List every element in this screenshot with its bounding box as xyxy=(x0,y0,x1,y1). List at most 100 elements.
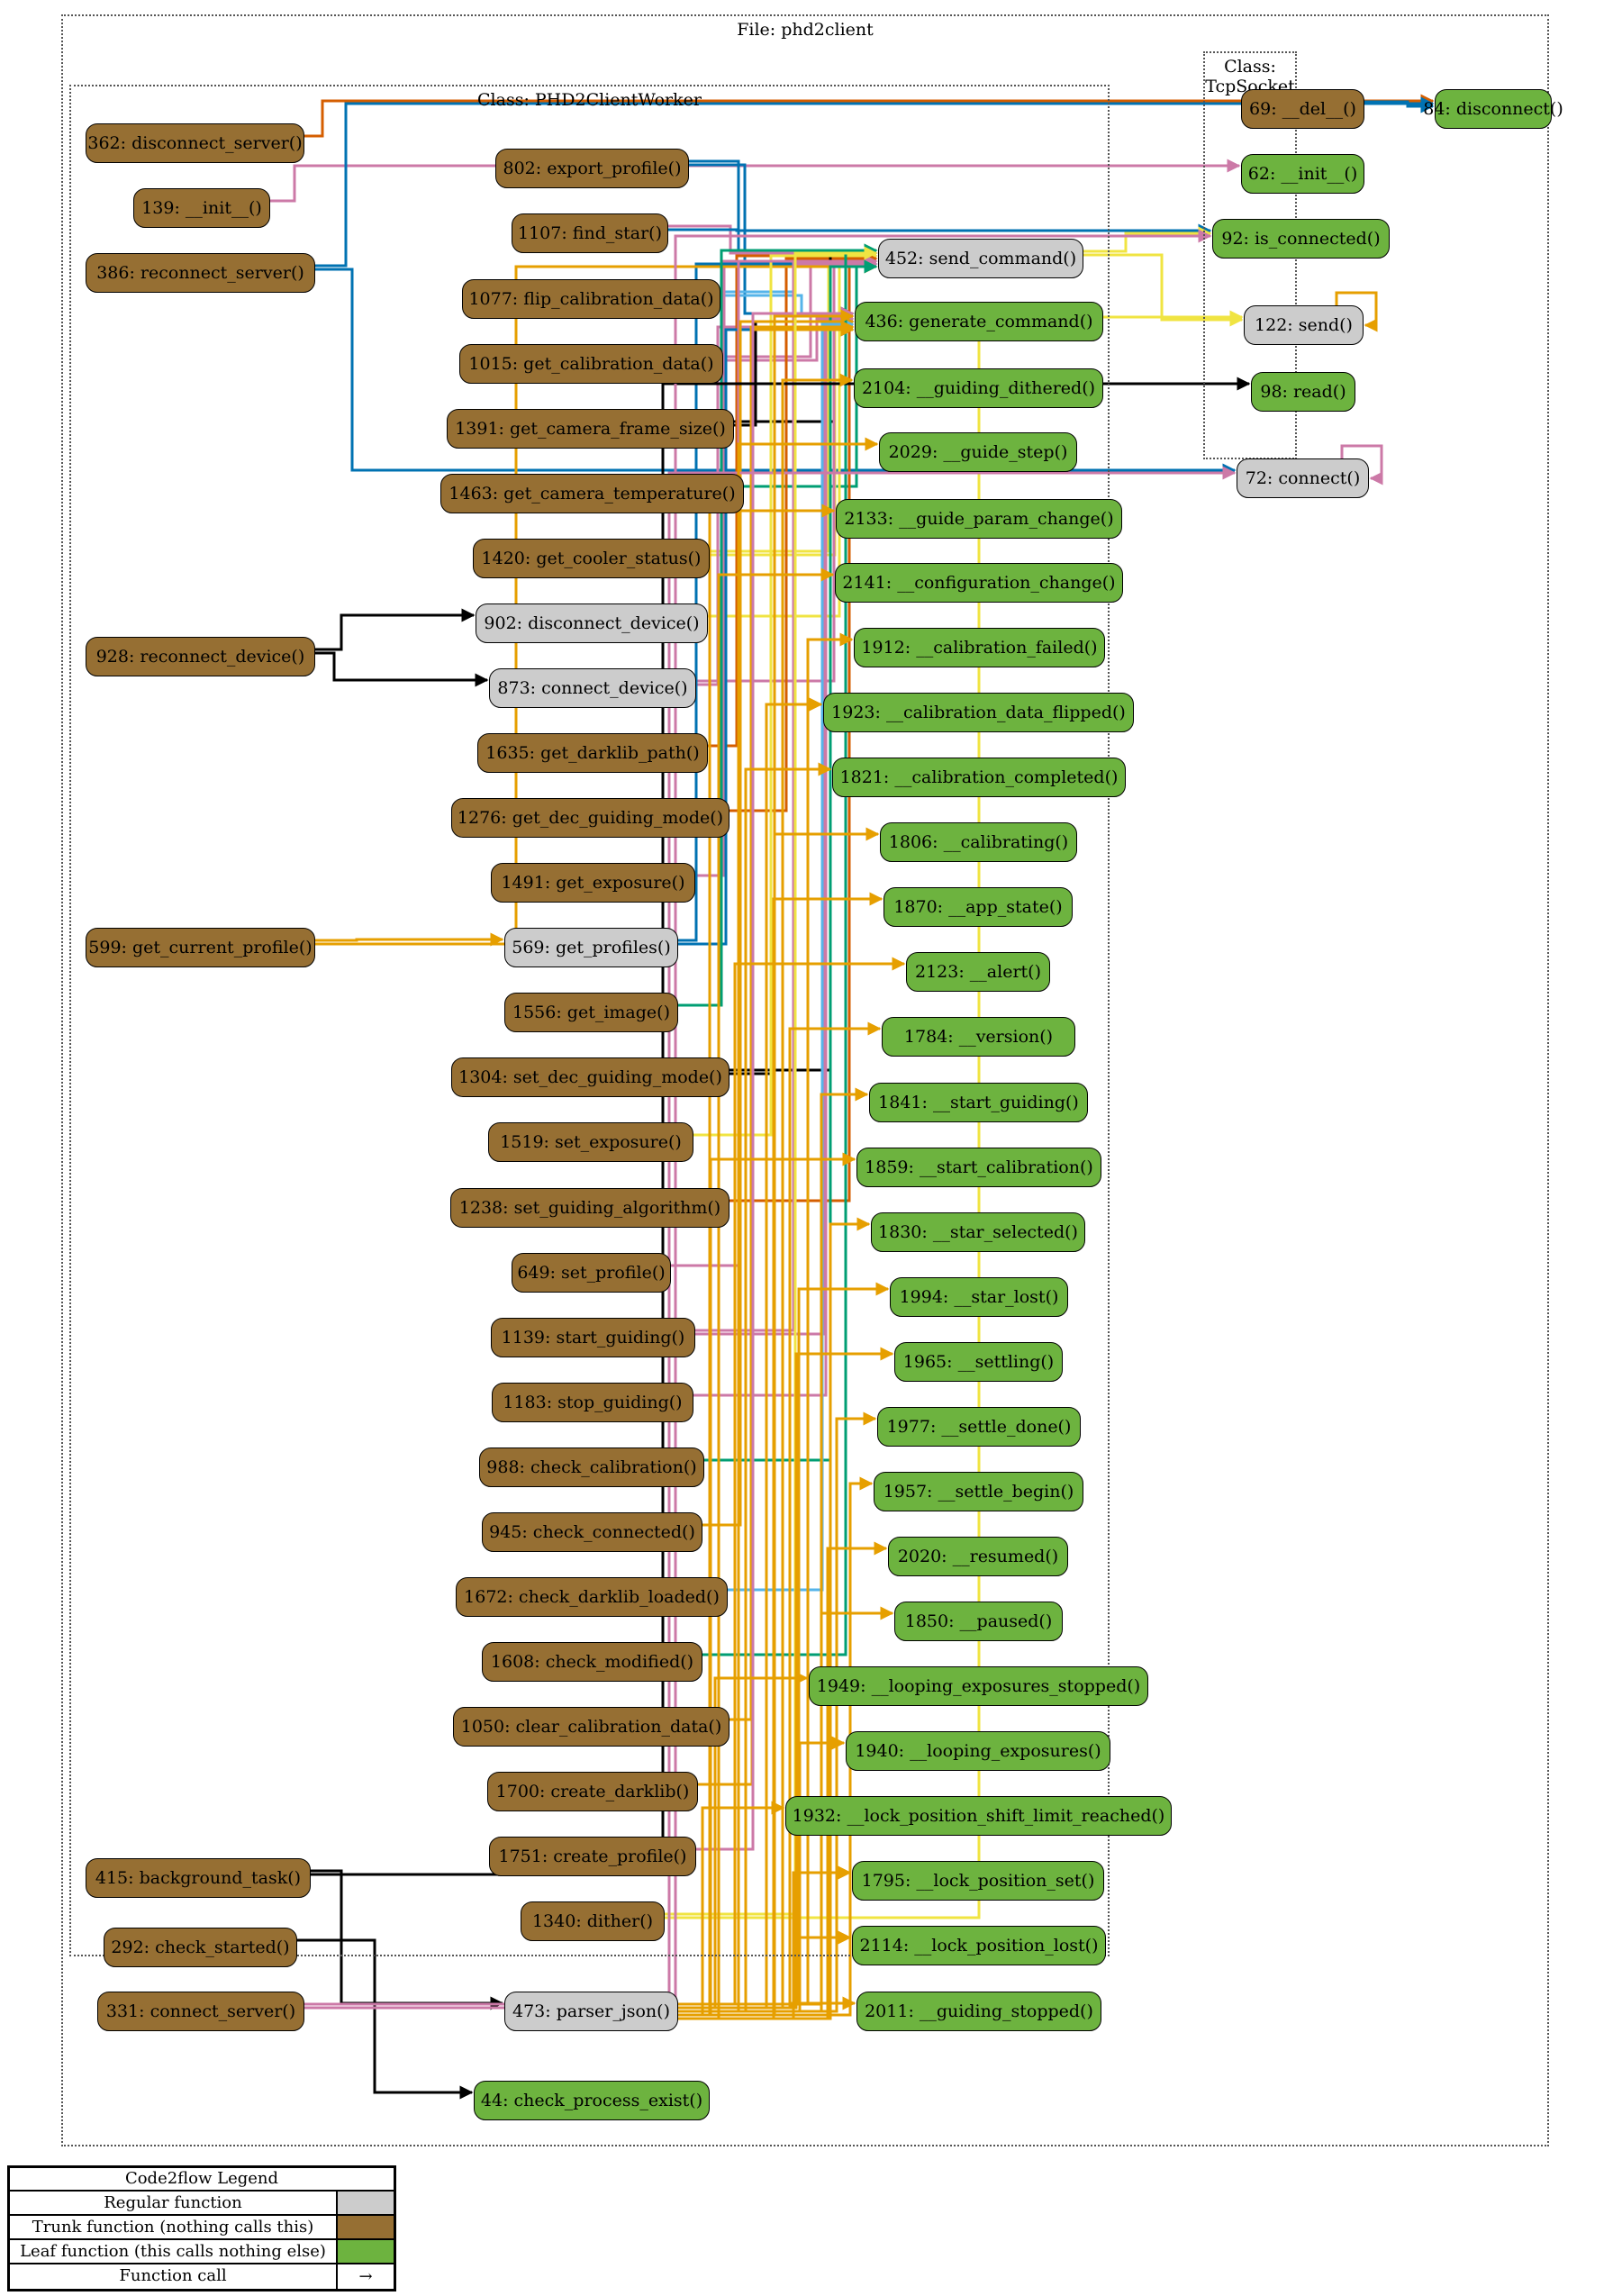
function-node[interactable]: 331: connect_server() xyxy=(97,1992,304,2031)
call-edge xyxy=(668,223,1212,238)
function-node[interactable]: 84: disconnect() xyxy=(1423,89,1563,129)
function-node[interactable]: 1672: check_darklib_loaded() xyxy=(456,1577,728,1617)
function-node[interactable]: 928: reconnect_device() xyxy=(86,637,315,676)
legend-swatch-fill xyxy=(338,2216,394,2238)
function-node[interactable]: 1050: clear_calibration_data() xyxy=(453,1707,729,1747)
function-node[interactable]: 1139: start_guiding() xyxy=(491,1318,695,1357)
function-node[interactable]: 72: connect() xyxy=(1237,458,1369,498)
function-node[interactable]: 1238: set_guiding_algorithm() xyxy=(450,1188,729,1228)
function-node[interactable]: 473: parser_json() xyxy=(504,1992,678,2031)
function-node[interactable]: 1977: __settle_done() xyxy=(877,1407,1081,1447)
function-node[interactable]: 1994: __star_lost() xyxy=(890,1277,1068,1317)
function-node[interactable]: 1556: get_image() xyxy=(504,993,678,1032)
function-node[interactable]: 1700: create_darklib() xyxy=(487,1772,698,1811)
call-edge xyxy=(665,246,878,1916)
function-node[interactable]: 1841: __start_guiding() xyxy=(869,1083,1088,1122)
call-edge xyxy=(315,651,489,687)
function-node[interactable]: 44: check_process_exist() xyxy=(474,2081,710,2120)
call-edge xyxy=(297,1938,474,2100)
function-node[interactable]: 1304: set_dec_guiding_mode() xyxy=(451,1057,729,1097)
function-node[interactable]: 2011: __guiding_stopped() xyxy=(856,1992,1101,2031)
call-edge xyxy=(693,249,878,1137)
call-edge xyxy=(315,96,1435,268)
function-node[interactable]: 1923: __calibration_data_flipped() xyxy=(823,693,1134,732)
function-node[interactable]: 69: __del__() xyxy=(1241,89,1364,129)
call-edge xyxy=(678,1930,852,2006)
function-node[interactable]: 92: is_connected() xyxy=(1212,219,1390,259)
function-node[interactable]: 362: disconnect_server() xyxy=(86,123,304,163)
function-node[interactable]: 1276: get_dec_guiding_mode() xyxy=(451,798,729,838)
call-edge xyxy=(304,229,1212,2010)
function-node[interactable]: 386: reconnect_server() xyxy=(86,253,315,293)
legend-row: Function call → xyxy=(10,2264,394,2289)
function-node[interactable]: 98: read() xyxy=(1251,372,1355,412)
function-node[interactable]: 1391: get_camera_frame_size() xyxy=(447,409,734,449)
function-node[interactable]: 1932: __lock_position_shift_limit_reache… xyxy=(785,1796,1172,1836)
function-node[interactable]: 2114: __lock_position_lost() xyxy=(852,1926,1106,1965)
function-node[interactable]: 1519: set_exposure() xyxy=(488,1122,693,1162)
function-node[interactable]: 1957: __settle_begin() xyxy=(874,1472,1083,1511)
function-node[interactable]: 2123: __alert() xyxy=(906,952,1050,992)
function-node[interactable]: 62: __init__() xyxy=(1241,154,1364,194)
function-node[interactable]: 1015: get_calibration_data() xyxy=(459,344,723,384)
function-node[interactable]: 1077: flip_calibration_data() xyxy=(462,279,720,319)
function-node[interactable]: 1340: dither() xyxy=(521,1901,665,1941)
legend-row: Trunk function (nothing calls this) xyxy=(10,2216,394,2240)
function-node[interactable]: 1183: stop_guiding() xyxy=(492,1383,693,1422)
function-node[interactable]: 122: send() xyxy=(1244,305,1364,345)
function-node[interactable]: 1784: __version() xyxy=(882,1017,1075,1057)
function-node[interactable]: 599: get_current_profile() xyxy=(86,928,315,967)
legend-swatch-fill xyxy=(338,2240,394,2263)
function-node[interactable]: 415: background_task() xyxy=(86,1858,311,1898)
function-node[interactable]: 569: get_profiles() xyxy=(504,928,678,967)
function-node[interactable]: 1949: __looping_exposures_stopped() xyxy=(809,1666,1148,1706)
function-node[interactable]: 1806: __calibrating() xyxy=(880,822,1077,862)
function-node[interactable]: 802: export_profile() xyxy=(495,149,689,188)
call-edge xyxy=(1083,226,1212,253)
call-edge xyxy=(1335,291,1378,332)
function-node[interactable]: 1795: __lock_position_set() xyxy=(852,1861,1104,1901)
call-edge xyxy=(678,1801,785,2017)
function-node[interactable]: 1420: get_cooler_status() xyxy=(473,539,710,578)
function-node[interactable]: 2029: __guide_step() xyxy=(879,432,1077,472)
function-node[interactable]: 2133: __guide_param_change() xyxy=(836,499,1122,539)
legend-label: Regular function xyxy=(10,2192,338,2214)
legend-row: Leaf function (this calls nothing else) xyxy=(10,2240,394,2264)
function-node[interactable]: 1830: __star_selected() xyxy=(871,1212,1085,1252)
function-node[interactable]: 2020: __resumed() xyxy=(888,1537,1068,1576)
function-node[interactable]: 1821: __calibration_completed() xyxy=(832,758,1126,797)
legend: Code2flow Legend Regular function Trunk … xyxy=(7,2165,396,2291)
function-node[interactable]: 436: generate_command() xyxy=(855,302,1103,341)
cluster-phd2clientworker: Class: PHD2ClientWorker xyxy=(69,85,1110,1956)
function-node[interactable]: 1870: __app_state() xyxy=(883,887,1073,927)
legend-swatch xyxy=(338,2216,394,2238)
function-node[interactable]: 1491: get_exposure() xyxy=(491,863,695,903)
function-node[interactable]: 1635: get_darklib_path() xyxy=(477,733,708,773)
call-edge xyxy=(678,1996,856,2010)
legend-title: Code2flow Legend xyxy=(10,2168,394,2192)
function-node[interactable]: 1751: create_profile() xyxy=(489,1837,696,1876)
legend-row: Regular function xyxy=(10,2192,394,2216)
function-node[interactable]: 873: connect_device() xyxy=(489,668,696,708)
legend-label: Function call xyxy=(10,2264,338,2289)
call-edge xyxy=(678,1865,852,2020)
function-node[interactable]: 292: check_started() xyxy=(104,1928,297,1967)
legend-swatch-fill xyxy=(338,2192,394,2214)
function-node[interactable]: 2141: __configuration_change() xyxy=(835,563,1123,603)
function-node[interactable]: 1859: __start_calibration() xyxy=(856,1148,1101,1187)
call-edge xyxy=(693,312,855,1397)
function-node[interactable]: 988: check_calibration() xyxy=(479,1447,704,1487)
function-node[interactable]: 2104: __guiding_dithered() xyxy=(854,368,1103,408)
function-node[interactable]: 452: send_command() xyxy=(878,239,1083,278)
function-node[interactable]: 1608: check_modified() xyxy=(482,1642,702,1682)
function-node[interactable]: 1850: __paused() xyxy=(894,1602,1063,1641)
function-node[interactable]: 1107: find_star() xyxy=(512,213,668,253)
function-node[interactable]: 1940: __looping_exposures() xyxy=(846,1731,1110,1771)
function-node[interactable]: 1965: __settling() xyxy=(894,1342,1063,1382)
function-node[interactable]: 945: check_connected() xyxy=(482,1512,702,1552)
function-node[interactable]: 1463: get_camera_temperature() xyxy=(440,474,744,513)
function-node[interactable]: 139: __init__() xyxy=(133,188,270,228)
function-node[interactable]: 1912: __calibration_failed() xyxy=(854,628,1105,667)
function-node[interactable]: 902: disconnect_device() xyxy=(476,603,708,643)
function-node[interactable]: 649: set_profile() xyxy=(512,1253,671,1293)
